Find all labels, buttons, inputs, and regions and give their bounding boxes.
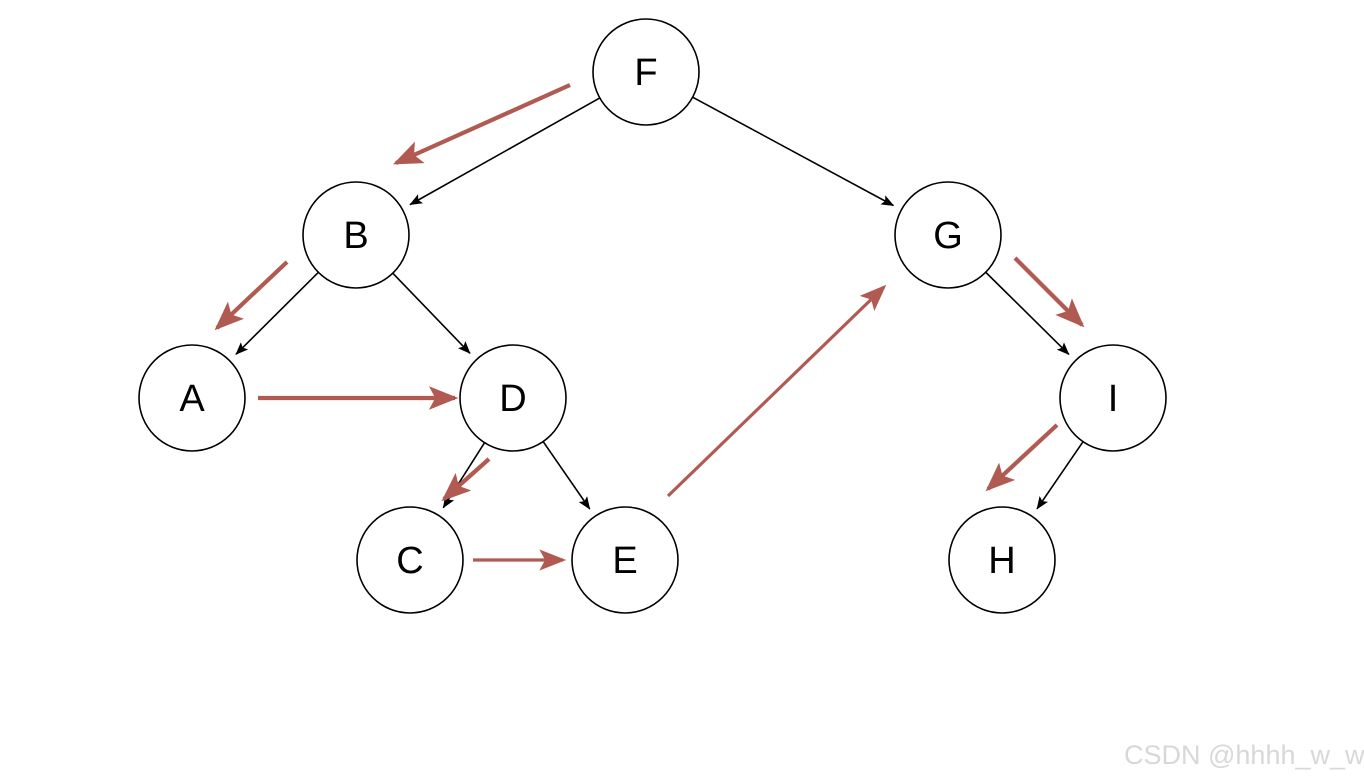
tree-nodes-layer: F B G A D I C E H [138, 18, 1167, 614]
node-label-e: E [612, 540, 637, 582]
tree-edge-d-c [442, 442, 486, 509]
node-circle-f [592, 18, 700, 126]
traversal-arrow-f-to-b [392, 83, 571, 165]
tree-node-f[interactable]: F [592, 18, 700, 126]
traversal-arrow-d-to-c [441, 457, 491, 502]
traversal-arrows-layer [214, 83, 1085, 571]
node-label-i: I [1108, 378, 1119, 420]
node-circle-i [1059, 344, 1167, 452]
node-circle-b [302, 181, 410, 289]
tree-node-d[interactable]: D [459, 344, 567, 452]
node-circle-e [571, 506, 679, 614]
tree-edge-f-g [692, 96, 895, 207]
node-label-c: C [396, 540, 423, 582]
preorder-section: Preorder: FBADCEGIH [0, 660, 1364, 784]
tree-node-a[interactable]: A [138, 344, 246, 452]
node-label-a: A [179, 378, 205, 420]
node-circle-a [138, 344, 246, 452]
node-label-b: B [343, 215, 368, 257]
node-label-g: G [933, 215, 963, 257]
traversal-arrow-e-to-g [666, 284, 887, 498]
node-label-f: F [634, 52, 657, 94]
tree-edge-b-a [235, 271, 319, 355]
traversal-arrow-i-to-h [985, 423, 1059, 492]
node-circle-c [356, 506, 464, 614]
tree-edges-layer [235, 96, 1084, 510]
tree-node-e[interactable]: E [571, 506, 679, 614]
tree-node-c[interactable]: C [356, 506, 464, 614]
tree-edge-g-i [985, 271, 1070, 355]
node-label-h: H [988, 540, 1015, 582]
tree-edge-f-b [409, 97, 601, 206]
tree-edge-d-e [542, 441, 591, 510]
tree-node-g[interactable]: G [894, 181, 1002, 289]
tree-node-h[interactable]: H [948, 506, 1056, 614]
tree-node-i[interactable]: I [1059, 344, 1167, 452]
node-label-d: D [499, 378, 526, 420]
node-circle-g [894, 181, 1002, 289]
tree-node-b[interactable]: B [302, 181, 410, 289]
tree-edge-b-d [392, 272, 471, 354]
traversal-arrow-g-to-i [1013, 256, 1085, 328]
node-circle-d [459, 344, 567, 452]
traversal-arrow-b-to-a [214, 260, 289, 331]
node-circle-h [948, 506, 1056, 614]
tree-edge-i-h [1036, 441, 1084, 510]
